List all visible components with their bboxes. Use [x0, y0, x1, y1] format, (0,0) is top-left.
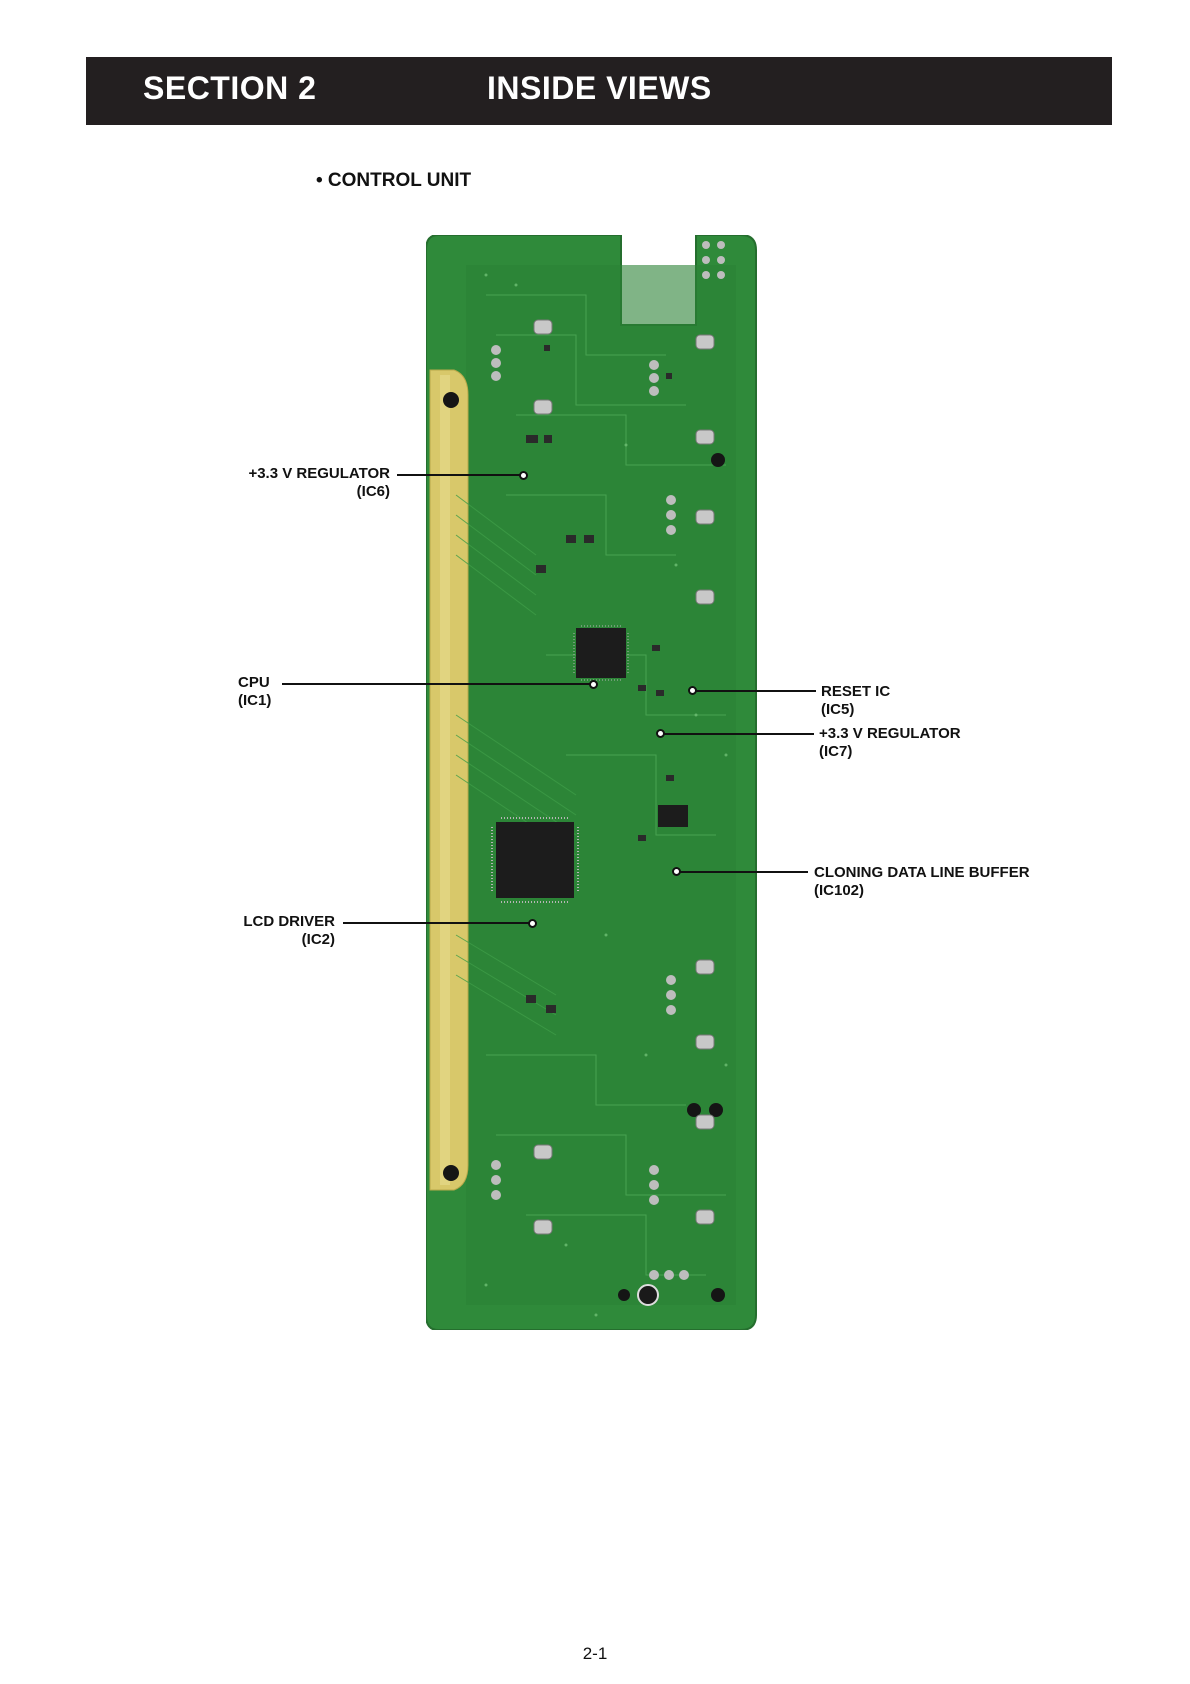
pointer-dot-ic6	[519, 471, 528, 480]
callout-reset-ic-label: RESET IC	[821, 683, 890, 700]
callout-lcd-driver-label: LCD DRIVER	[243, 913, 335, 930]
leader-line-reset-ic	[695, 690, 816, 692]
leader-line-cpu	[282, 683, 592, 685]
pointer-dot-lcd-driver	[528, 919, 537, 928]
callout-reset-ic-ref: (IC5)	[821, 701, 890, 719]
callout-regulator-ic7: +3.3 V REGULATOR (IC7)	[819, 725, 961, 761]
callout-regulator-ic6-ref: (IC6)	[220, 483, 390, 501]
callout-regulator-ic6-label: +3.3 V REGULATOR	[248, 465, 390, 482]
leader-line-lcd-driver	[343, 922, 531, 924]
callout-regulator-ic6: +3.3 V REGULATOR (IC6)	[220, 465, 390, 501]
callout-lcd-driver-ref: (IC2)	[220, 931, 335, 949]
leader-line-ic7	[663, 733, 814, 735]
callout-lcd-driver: LCD DRIVER (IC2)	[220, 913, 335, 949]
callout-cloning-buffer-label: CLONING DATA LINE BUFFER	[814, 864, 1030, 881]
callout-regulator-ic7-label: +3.3 V REGULATOR	[819, 725, 961, 742]
callout-regulator-ic7-ref: (IC7)	[819, 743, 961, 761]
callout-cloning-buffer-ref: (IC102)	[814, 882, 1030, 900]
callout-cloning-buffer: CLONING DATA LINE BUFFER (IC102)	[814, 864, 1030, 900]
control-unit-pcb-photo	[426, 235, 766, 1330]
callout-cpu: CPU (IC1)	[238, 674, 271, 710]
section-number: SECTION 2	[143, 70, 316, 107]
pointer-dot-cpu	[589, 680, 598, 689]
section-header-bar: SECTION 2 INSIDE VIEWS	[86, 57, 1112, 125]
section-title: INSIDE VIEWS	[487, 70, 712, 107]
callout-cpu-ref: (IC1)	[238, 692, 271, 710]
leader-line-ic102	[679, 871, 808, 873]
unit-subtitle: • CONTROL UNIT	[316, 170, 471, 192]
callout-cpu-label: CPU	[238, 674, 270, 691]
leader-line-ic6	[397, 474, 521, 476]
page-number: 2-1	[0, 1644, 1190, 1664]
callout-reset-ic: RESET IC (IC5)	[821, 683, 890, 719]
